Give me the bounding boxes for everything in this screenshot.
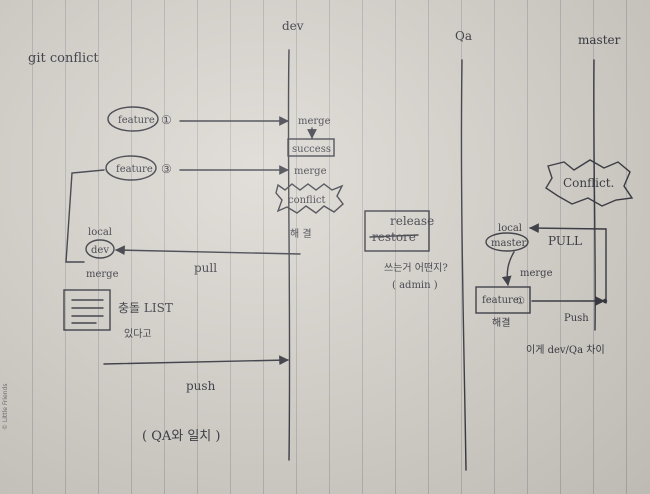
master-conflict-cloud [545, 159, 634, 207]
check-label: 있다고 [124, 328, 152, 340]
right-feature-box [475, 286, 531, 314]
local-master-label: master [491, 238, 527, 249]
pull-label: pull [194, 261, 217, 275]
feature3-number: ③ [161, 162, 172, 176]
conflict-jagged-box [275, 183, 344, 214]
master-pull-arrow [529, 223, 607, 234]
release-struck-label: restore [372, 230, 416, 244]
master-lane-line [593, 59, 596, 331]
dev-merge-label-2: merge [294, 166, 327, 177]
watermark: © Little Friends [2, 383, 9, 430]
diagram-title: git conflict [28, 51, 99, 66]
feature3-to-local-line [65, 169, 105, 263]
feature3-label: feature [116, 164, 153, 175]
dev-qa-diff-note: 이게 dev/Qa 차이 [526, 344, 605, 356]
push-label: push [186, 379, 216, 393]
master-push-label: Push [564, 313, 589, 324]
right-feature-number: ① [516, 296, 525, 307]
pull-arrow [115, 245, 301, 256]
master-pull-label: PULL [548, 234, 582, 248]
release-admin: ( admin ) [392, 280, 438, 291]
strike-through-line [369, 234, 419, 238]
master-conflict-label: Conflict. [563, 176, 614, 190]
feature1-node [107, 106, 159, 132]
lane-label-dev: dev [282, 19, 304, 33]
push-arrow [103, 355, 289, 366]
feature1-number: ① [161, 113, 172, 127]
dev-lane-line [287, 49, 291, 461]
resolve-label: 해 결 [290, 227, 312, 240]
master-merge-arrow [501, 251, 515, 286]
release-title: release [390, 214, 434, 228]
right-resolve-label: 해결 [492, 316, 510, 329]
qa-match-note: ( QA와 일치 ) [142, 429, 220, 444]
release-box [364, 210, 430, 252]
feature1-label: feature [118, 115, 155, 126]
conflict-list-label: 충돌 LIST [118, 301, 173, 315]
local-master-node [485, 232, 529, 252]
local-label: local [88, 227, 112, 238]
local-dev-node [85, 239, 115, 259]
feature3-node [105, 155, 157, 181]
success-box [287, 138, 335, 157]
push-endpoint-dot [602, 298, 608, 304]
lane-label-qa: Qa [455, 29, 472, 43]
left-merge-label: merge [86, 269, 119, 280]
right-local-label: local [498, 223, 522, 234]
right-feature-label: feature [482, 295, 519, 306]
conflict-label: conflict [288, 195, 326, 206]
conflict-list-doc [63, 289, 111, 331]
qa-lane-line [460, 59, 467, 471]
lane-label-master: master [578, 33, 621, 47]
dev-merge-label-1: merge [298, 116, 331, 127]
success-label: success [292, 144, 331, 155]
release-question: 쓰는거 어떤지? [384, 262, 448, 274]
right-merge-label: merge [520, 268, 553, 279]
conflict-list-lines [71, 299, 104, 324]
local-dev-label: dev [91, 245, 109, 256]
